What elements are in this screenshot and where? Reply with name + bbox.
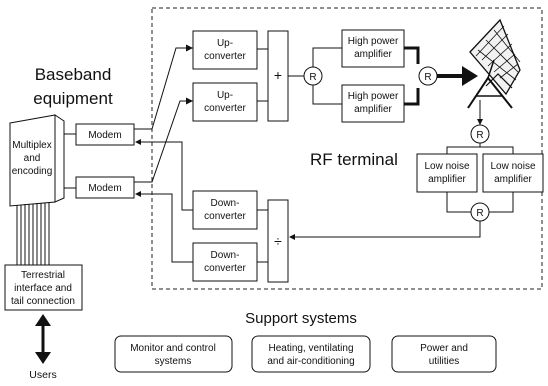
support-systems-title: Support systems: [245, 310, 357, 327]
hpa-output-switch-label: R: [424, 72, 431, 83]
monitor-control-label-2: systems: [155, 356, 192, 367]
hpa-1-box: [341, 29, 405, 68]
users-label: Users: [29, 369, 56, 381]
hpa-2-label-2: amplifier: [354, 104, 392, 115]
downconverter-2-label-1: Down-: [211, 250, 240, 261]
users-arrow: [35, 314, 51, 364]
hvac-box: [251, 335, 371, 373]
monitor-control-label-1: Monitor and control: [130, 343, 216, 354]
upconverter-1-label-2: converter: [204, 51, 246, 62]
terrestrial-label-2: interface and: [14, 283, 72, 294]
baseband-title-line1: Baseband: [35, 65, 112, 84]
terrestrial-label-1: Terrestrial: [21, 270, 65, 281]
hpa-1-label-2: amplifier: [354, 49, 392, 60]
lna-2-label-2: amplifier: [494, 174, 532, 185]
cable-bundle: [16, 202, 50, 265]
downconverter-2-box: [192, 242, 258, 282]
hpa-2-label-1: High power: [348, 91, 399, 102]
rf-terminal-label: RF terminal: [310, 150, 398, 169]
upconverter-2-box: [192, 82, 258, 122]
hvac-label-1: Heating, ventilating: [268, 343, 353, 354]
modem-bottom-label: Modem: [88, 183, 121, 194]
monitor-control-box: [114, 335, 233, 373]
hpa-1-label-1: High power: [348, 36, 399, 47]
downconverter-2-label-2: converter: [204, 263, 246, 274]
terrestrial-label-3: tail connection: [11, 296, 75, 307]
baseband-title-line2: equipment: [33, 89, 113, 108]
upconverter-1-label-1: Up-: [217, 38, 233, 49]
hvac-label-2: and air-conditioning: [267, 356, 354, 367]
multiplex-label-3: encoding: [12, 166, 53, 177]
downconverter-1-label-2: converter: [204, 211, 246, 222]
terrestrial-interface-box: [4, 264, 83, 311]
multiplex-encoding-block: Multiplex and encoding: [9, 114, 65, 207]
upconverter-2-label-2: converter: [204, 103, 246, 114]
lna-1-box: [416, 153, 478, 193]
power-utilities-label-2: utilities: [429, 356, 460, 367]
lna-1-label-1: Low noise: [424, 161, 469, 172]
downconverter-1-label-1: Down-: [211, 198, 240, 209]
multiplex-label-2: and: [24, 153, 41, 164]
divider-symbol: ÷: [274, 233, 282, 249]
lna-2-box: [482, 153, 544, 193]
rx-input-switch-label: R: [476, 130, 483, 141]
downconverter-1-box: [192, 190, 258, 230]
upconverter-2-label-1: Up-: [217, 90, 233, 101]
tx-switch-label: R: [309, 72, 316, 83]
power-utilities-box: [391, 335, 497, 373]
divider-box: [267, 199, 289, 283]
power-utilities-label-1: Power and: [420, 343, 468, 354]
satellite-antenna-icon: [467, 18, 521, 109]
combiner-symbol: +: [274, 67, 282, 83]
upconverter-1-box: [192, 30, 258, 70]
rx-output-switch-label: R: [476, 208, 483, 219]
multiplex-label-1: Multiplex: [12, 140, 51, 151]
lna-1-label-2: amplifier: [428, 174, 466, 185]
modem-top-label: Modem: [88, 130, 121, 141]
lna-2-label-1: Low noise: [490, 161, 535, 172]
